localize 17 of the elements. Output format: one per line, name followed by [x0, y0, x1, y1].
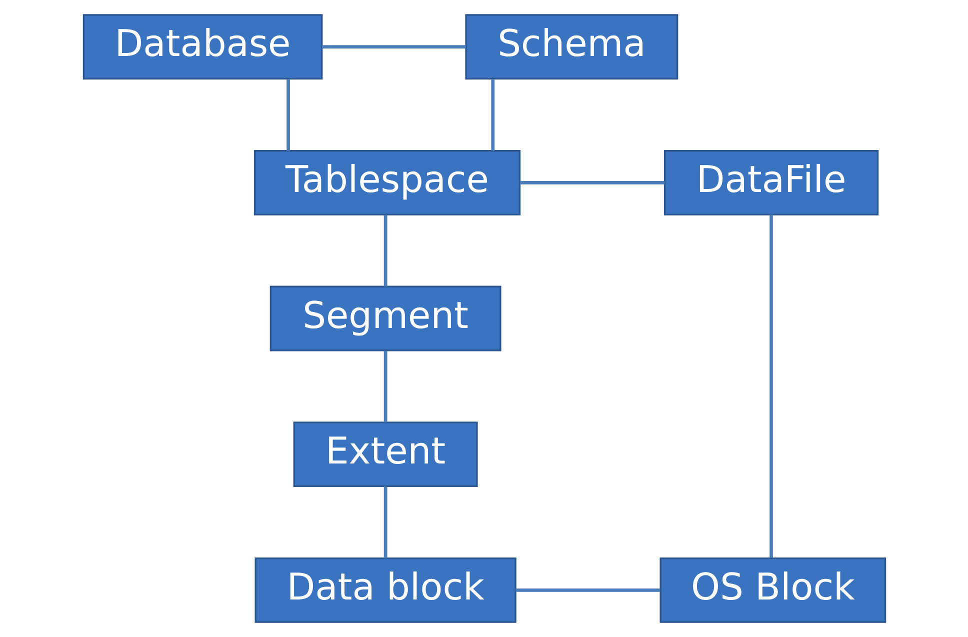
connector — [490, 79, 494, 151]
connector — [519, 180, 664, 184]
node-box: Schema — [464, 14, 678, 80]
connector — [286, 79, 290, 151]
connector — [383, 214, 387, 287]
connector — [515, 588, 660, 592]
node-box: Segment — [269, 286, 501, 352]
node-box: Database — [82, 14, 322, 80]
connector — [383, 350, 387, 422]
node-box: OS Block — [659, 557, 886, 623]
node-box: DataFile — [663, 150, 878, 216]
connector — [383, 486, 387, 558]
node-box: Extent — [292, 422, 478, 488]
node-box: Tablespace — [253, 150, 520, 216]
node-box: Data block — [254, 557, 516, 623]
connector — [322, 45, 466, 49]
connector — [769, 214, 772, 558]
